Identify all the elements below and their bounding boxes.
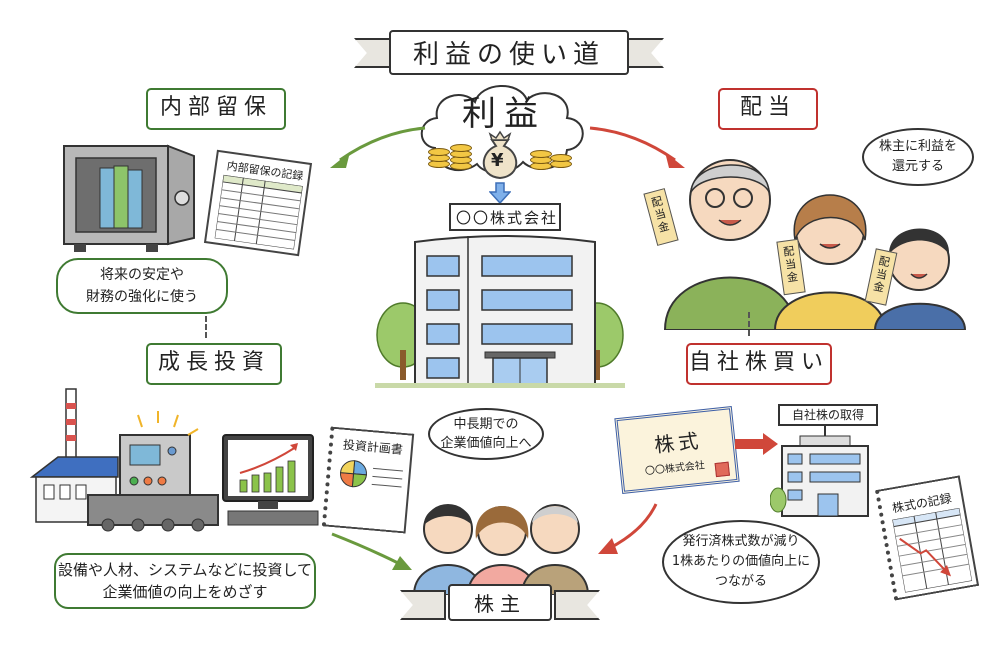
retained-earnings-record: 内部留保の記録 (203, 149, 313, 257)
bubble-line: 設備や人材、システムなどに投資して (57, 561, 313, 579)
bubble-line: 発行済株式数が減り (682, 534, 800, 549)
investment-plan-doc: 投資計画書 (321, 426, 415, 534)
company-sign-text: 〇〇株式会社 (456, 209, 559, 227)
growth-investment-bubble: 設備や人材、システムなどに投資して 企業価値の向上をめざす (54, 553, 316, 609)
company-building (375, 203, 625, 388)
share-certificate: 株式 〇〇株式会社 (614, 406, 740, 494)
retained-earnings-bubble: 将来の安定や 財務の強化に使う (56, 258, 228, 314)
plan-title: 投資計画書 (342, 437, 404, 457)
dividends-label: 配当 (718, 88, 818, 130)
record-table (214, 174, 303, 250)
stock-record: 株式の記録 (874, 475, 980, 601)
bubble-line: 財務の強化に使う (86, 289, 198, 305)
title-ribbon: 利益の使い道 (354, 24, 664, 80)
shareholders-bubble: 中長期での 企業価値向上へ (428, 408, 544, 460)
arrow-certificate-to-acquisition (735, 433, 778, 455)
bubble-line: 還元する (891, 159, 944, 174)
bubble-line: 1株あたりの価値向上に (671, 554, 811, 569)
bubble-line: 企業価値向上へ (440, 436, 532, 451)
dividends-bubble: 株主に利益を 還元する (862, 128, 974, 186)
down-arrow-icon (489, 182, 511, 204)
arrow-to-shareholders-red (598, 503, 658, 554)
text-lines (371, 467, 403, 488)
bubble-line: 将来の安定や (100, 267, 184, 283)
arrow-to-dividends (589, 126, 685, 168)
pie-chart-icon (340, 460, 367, 488)
shareholders-label: 株主 (448, 583, 552, 621)
safe-icon (63, 144, 195, 252)
seal-icon (714, 461, 730, 478)
arrow-to-retained-earnings (330, 126, 426, 168)
acquisition-building (770, 426, 869, 517)
bubble-line: つながる (714, 574, 767, 589)
certificate-company: 〇〇株式会社 (644, 460, 706, 478)
bubble-line: 企業価値の向上をめざす (102, 583, 268, 601)
profit-label: 利益 (462, 94, 546, 134)
acquisition-sign: 自社株の取得 (778, 404, 878, 426)
retained-earnings-label: 内部留保 (146, 88, 286, 130)
growth-investment-label: 成長投資 (146, 343, 282, 385)
dividend-shareholders-illustration (663, 159, 967, 330)
certificate-title: 株式 (653, 428, 704, 458)
ribbon-tail-left (400, 590, 446, 620)
arrow-to-shareholders-green (331, 532, 412, 570)
page-title: 利益の使い道 (388, 29, 629, 75)
yen-symbol: ¥ (491, 150, 504, 171)
buyback-label: 自社株買い (686, 343, 832, 385)
money-bag-icon (482, 130, 518, 180)
growth-investment-illustration (29, 388, 319, 532)
ribbon-tail-right (554, 590, 600, 620)
buyback-bubble: 発行済株式数が減り 1株あたりの価値向上に つながる (662, 520, 820, 604)
connector-right (748, 312, 750, 336)
bubble-line: 中長期での (453, 417, 519, 432)
connector-left (205, 316, 207, 338)
shareholders-ribbon: 株主 (400, 578, 600, 626)
declining-chart (892, 507, 973, 593)
bubble-line: 株主に利益を (878, 139, 957, 154)
shareholders-illustration (412, 504, 590, 595)
